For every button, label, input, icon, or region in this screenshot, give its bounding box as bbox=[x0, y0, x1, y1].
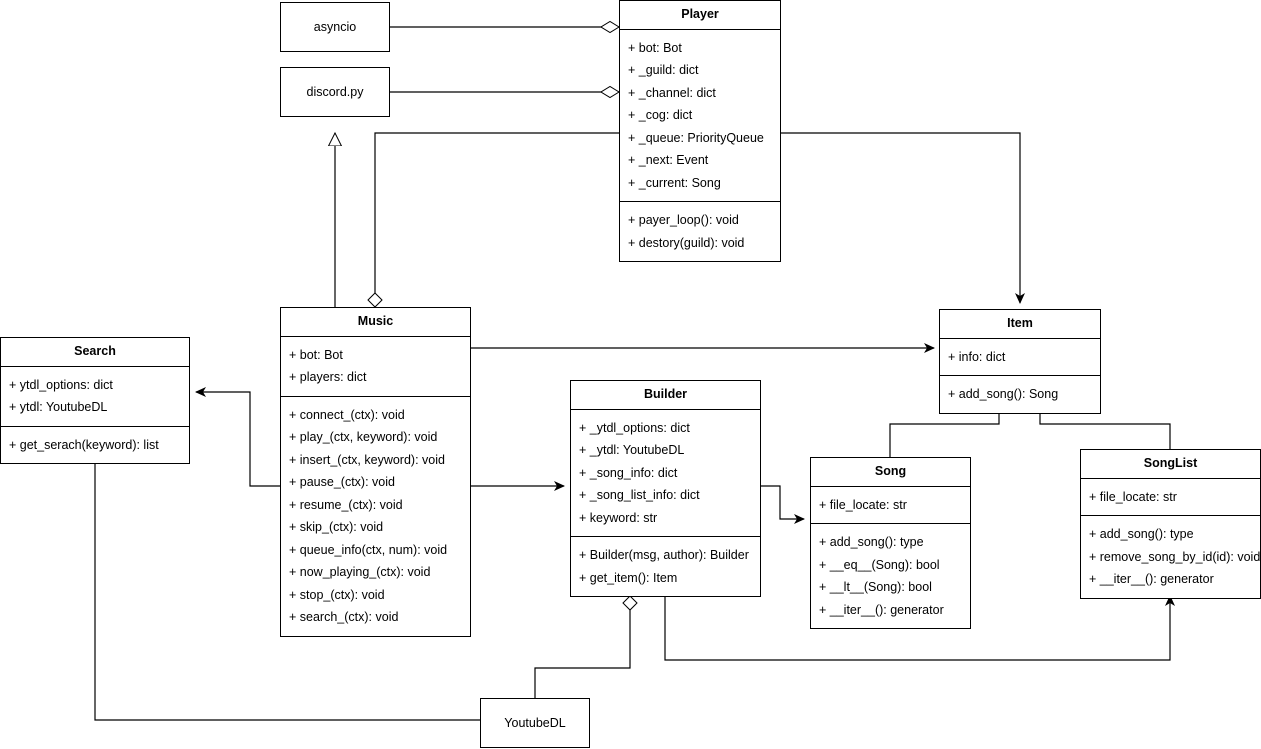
attribute-row: + _queue: PriorityQueue bbox=[628, 130, 764, 145]
diamond-music-player bbox=[367, 292, 383, 308]
node-builder-attributes: + _ytdl_options: dict + _ytdl: YoutubeDL… bbox=[571, 408, 760, 537]
node-search-methods: + get_serach(keyword): list bbox=[1, 425, 189, 464]
node-item[interactable]: Item + info: dict + add_song(): Song bbox=[939, 309, 1101, 414]
attribute-row: + keyword: str bbox=[579, 510, 658, 525]
node-song-methods: + add_song(): type + __eq__(Song): bool … bbox=[811, 523, 970, 628]
method-row: + play_(ctx, keyword): void bbox=[289, 430, 438, 444]
diamond-builder-youtubedl bbox=[622, 595, 638, 611]
node-music-methods: + connect_(ctx): void + play_(ctx, keywo… bbox=[281, 395, 470, 636]
edge-builder-youtubedl bbox=[534, 603, 631, 698]
node-songlist-attributes: + file_locate: str bbox=[1081, 477, 1260, 516]
attribute-row: + _song_list_info: dict bbox=[579, 488, 700, 502]
node-songlist[interactable]: SongList + file_locate: str + add_song()… bbox=[1080, 449, 1261, 599]
node-asyncio[interactable]: asyncio bbox=[280, 2, 390, 52]
node-song[interactable]: Song + file_locate: str + add_song(): ty… bbox=[810, 457, 971, 629]
attribute-row: + players: dict bbox=[289, 370, 367, 384]
attribute-row: + _ytdl: YoutubeDL bbox=[579, 443, 685, 457]
method-row: + __eq__(Song): bool bbox=[819, 557, 940, 572]
node-player-attributes: + bot: Bot + _guild: dict + _channel: di… bbox=[620, 28, 780, 202]
node-item-methods: + add_song(): Song bbox=[940, 375, 1100, 413]
attribute-row: + _next: Event bbox=[628, 153, 709, 167]
method-row: + add_song(): Song bbox=[948, 387, 1059, 401]
attribute-row: + file_locate: str bbox=[819, 497, 907, 512]
attribute-row: + info: dict bbox=[948, 349, 1006, 364]
method-row: + queue_info(ctx, num): void bbox=[289, 542, 448, 557]
node-youtubedl-label: YoutubeDL bbox=[504, 716, 566, 730]
edge-builder-song bbox=[761, 485, 805, 524]
node-player[interactable]: Player + bot: Bot + _guild: dict + _chan… bbox=[619, 0, 781, 262]
attribute-row: + ytdl_options: dict bbox=[9, 377, 113, 392]
method-row: + resume_(ctx): void bbox=[289, 497, 403, 512]
attribute-row: + _guild: dict bbox=[628, 63, 699, 77]
node-item-title: Item bbox=[1007, 316, 1033, 330]
node-music-title: Music bbox=[357, 314, 394, 328]
method-row: + get_serach(keyword): list bbox=[9, 437, 159, 452]
attribute-row: + _current: Song bbox=[628, 175, 721, 190]
method-row: + add_song(): type bbox=[1089, 527, 1194, 541]
node-item-attributes: + info: dict bbox=[940, 337, 1100, 376]
edge-music-player-aggregation bbox=[375, 132, 619, 307]
attribute-row: + _ytdl_options: dict bbox=[579, 420, 690, 435]
method-row: + remove_song_by_id(id): void bbox=[1089, 549, 1261, 564]
node-song-attributes: + file_locate: str bbox=[811, 485, 970, 524]
edge-music-search bbox=[195, 387, 280, 487]
attribute-row: + _song_info: dict bbox=[579, 465, 678, 480]
method-row: + Builder(msg, author): Builder bbox=[579, 548, 749, 562]
method-row: + search_(ctx): void bbox=[289, 610, 399, 624]
method-row: + now_playing_(ctx): void bbox=[289, 565, 431, 579]
node-music-attributes: + bot: Bot + players: dict bbox=[281, 335, 470, 396]
node-asyncio-label: asyncio bbox=[313, 20, 357, 34]
method-row: + get_item(): Item bbox=[579, 570, 678, 585]
node-builder[interactable]: Builder + _ytdl_options: dict + _ytdl: Y… bbox=[570, 380, 761, 597]
attribute-row: + ytdl: YoutubeDL bbox=[9, 400, 108, 414]
node-music[interactable]: Music + bot: Bot + players: dict + conne… bbox=[280, 307, 471, 637]
method-row: + destory(guild): void bbox=[628, 235, 745, 250]
method-row: + __lt__(Song): bool bbox=[819, 580, 932, 594]
node-player-title: Player bbox=[681, 7, 719, 21]
attribute-row: + bot: Bot bbox=[628, 40, 682, 55]
node-song-title: Song bbox=[874, 464, 907, 478]
node-player-methods: + payer_loop(): void + destory(guild): v… bbox=[620, 201, 780, 261]
node-discordpy[interactable]: discord.py bbox=[280, 67, 390, 117]
node-search-title: Search bbox=[74, 344, 116, 358]
edge-player-item bbox=[781, 132, 1025, 304]
method-row: + payer_loop(): void bbox=[628, 213, 739, 227]
method-row: + stop_(ctx): void bbox=[289, 587, 385, 602]
node-songlist-methods: + add_song(): type + remove_song_by_id(i… bbox=[1081, 515, 1260, 598]
method-row: + pause_(ctx): void bbox=[289, 475, 395, 489]
node-songlist-title: SongList bbox=[1143, 456, 1198, 470]
method-row: + __iter__(): generator bbox=[1089, 572, 1214, 586]
node-search[interactable]: Search + ytdl_options: dict + ytdl: Yout… bbox=[0, 337, 190, 464]
node-search-attributes: + ytdl_options: dict + ytdl: YoutubeDL bbox=[1, 365, 189, 426]
method-row: + skip_(ctx): void bbox=[289, 520, 384, 534]
method-row: + add_song(): type bbox=[819, 535, 924, 549]
node-discordpy-label: discord.py bbox=[306, 85, 364, 99]
attribute-row: + _cog: dict bbox=[628, 108, 693, 122]
node-youtubedl[interactable]: YoutubeDL bbox=[480, 698, 590, 748]
attribute-row: + bot: Bot bbox=[289, 347, 343, 362]
node-builder-title: Builder bbox=[643, 387, 688, 401]
attribute-row: + file_locate: str bbox=[1089, 489, 1177, 504]
node-builder-methods: + Builder(msg, author): Builder + get_it… bbox=[571, 536, 760, 596]
method-row: + connect_(ctx): void bbox=[289, 407, 405, 422]
attribute-row: + _channel: dict bbox=[628, 85, 716, 100]
method-row: + insert_(ctx, keyword): void bbox=[289, 452, 445, 467]
method-row: + __iter__(): generator bbox=[819, 602, 944, 617]
